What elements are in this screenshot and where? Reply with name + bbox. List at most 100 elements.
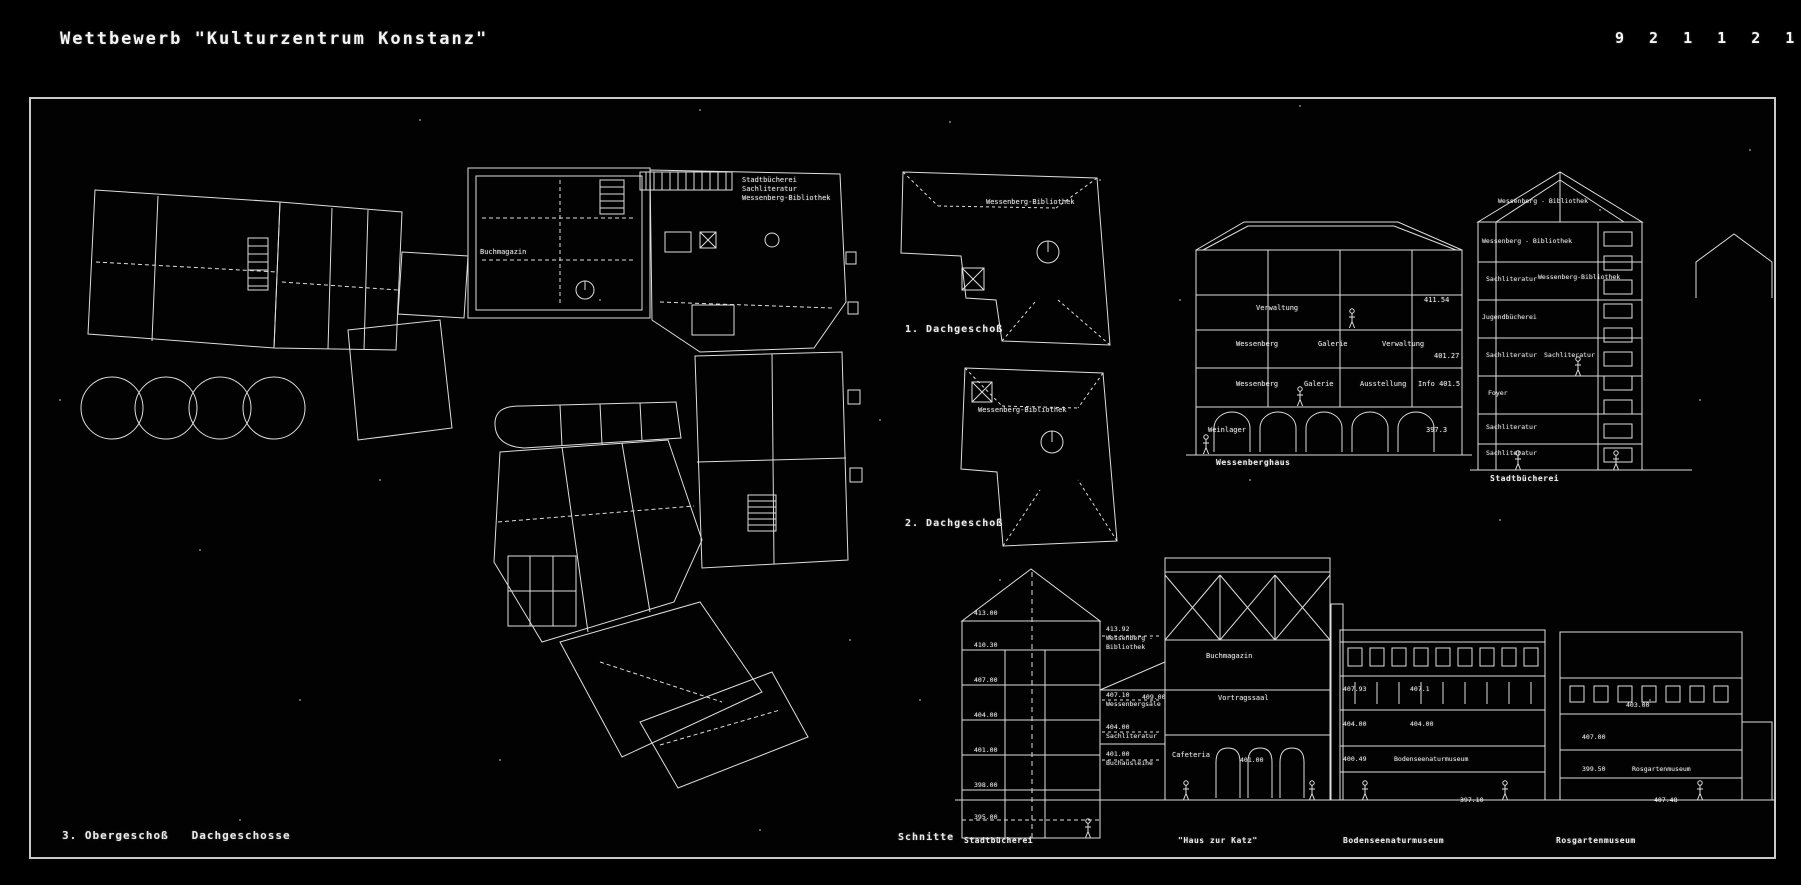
tower-caption: Stadtbücherei — [1490, 474, 1560, 483]
annotation-buchausleihe: Buchausleihe — [1106, 759, 1153, 767]
room-wessenberg-a: Wessenberg — [1236, 340, 1279, 348]
level-401-00-katz: 401.00 — [1240, 756, 1264, 764]
plan-legend-1: Stadtbücherei — [742, 176, 797, 184]
annotation-sachliteratur: Sachliteratur — [1106, 732, 1157, 740]
room-galerie-a: Galerie — [1318, 340, 1348, 348]
context-house — [1695, 233, 1773, 298]
stair-hatch — [599, 179, 625, 215]
level-404-00-nat-b: 404.00 — [1410, 720, 1434, 728]
level-404-00: 404.00 — [974, 711, 998, 719]
rotated-block — [347, 319, 453, 441]
room-wessenberg-b: Wessenberg — [1236, 380, 1279, 388]
naturmuseum-inline-label: Bodenseenaturmuseum — [1394, 755, 1469, 763]
rooflight — [971, 381, 993, 403]
speckles — [59, 105, 1751, 841]
level-401-00: 401.00 — [974, 746, 998, 754]
room-weinlager: Weinlager — [1208, 426, 1246, 434]
sheet-number: 9 2 1 1 2 1 — [1615, 29, 1801, 47]
arcade-arch — [1305, 411, 1343, 452]
label-buchmagazin: Buchmagazin — [480, 248, 527, 256]
central-building — [493, 439, 703, 643]
rooflight — [961, 267, 985, 291]
naturmuseum-caption: Bodenseenaturmuseum — [1343, 836, 1445, 845]
tower-floor2-right: Wessenberg-Bibliothek — [1538, 273, 1621, 281]
room-cafeteria: Cafeteria — [1172, 751, 1210, 759]
stadtbuecherei-caption: Stadtbücherei — [964, 836, 1034, 845]
south-extension — [639, 671, 809, 789]
arcade-arch — [1259, 411, 1297, 452]
annotation-bibliothek: Bibliothek — [1106, 643, 1146, 651]
stair-hatch — [247, 237, 269, 291]
level-410-30: 410.30 — [974, 641, 998, 649]
tower-floor1: Wessenberg - Bibliothek — [1482, 237, 1573, 245]
arcade-arch — [1351, 411, 1389, 452]
buchmagazin-plan — [467, 167, 651, 319]
gothic-arch — [1279, 747, 1305, 798]
tower-floor3: Jugendbücherei — [1482, 313, 1537, 321]
schnitte-caption: Schnitte — [898, 832, 955, 843]
tower-floor4-right: Sachliteratur — [1544, 351, 1595, 359]
annotation-wessenberg: Wessenberg - — [1106, 634, 1153, 642]
level-397-3: 397.3 — [1426, 426, 1448, 434]
level-407-93: 407.93 — [1343, 685, 1367, 693]
roof-plan-2 — [960, 367, 1118, 547]
annotation-407-10: 407.10 — [1106, 691, 1130, 699]
level-413-00: 413.00 — [974, 609, 998, 617]
room-buchmagazin-section: Buchmagazin — [1206, 652, 1253, 660]
level-407-00: 407.00 — [974, 676, 998, 684]
section-wessenberghaus — [1186, 221, 1472, 456]
room-galerie-b: Galerie — [1304, 380, 1334, 388]
plan-caption: 3. Obergeschoß Dachgeschosse — [62, 829, 291, 842]
level-401-27: 401.27 — [1434, 352, 1460, 360]
gothic-arch — [1215, 747, 1241, 798]
level-403-00: 403.00 — [1626, 701, 1650, 709]
level-397-10: 397.10 — [1460, 796, 1484, 804]
gothic-arch — [1247, 747, 1273, 798]
room-ausstellung: Ausstellung — [1360, 380, 1407, 388]
level-398-00: 398.00 — [974, 781, 998, 789]
annotation-wessenbergsaele: Wessenbergsäle — [1106, 700, 1161, 708]
annotation-401-00: 401.00 — [1106, 750, 1130, 758]
rosgarten-caption: Rosgartenmuseum — [1556, 836, 1636, 845]
tower-floor7: Sachliteratur — [1486, 449, 1537, 457]
room-info: Info 401.5 — [1418, 380, 1461, 388]
sections-bottom — [955, 557, 1775, 839]
south-wing — [559, 601, 763, 758]
tower-floor4: Sachliteratur — [1486, 351, 1537, 359]
plan-legend-2: Sachliteratur — [742, 185, 797, 193]
level-409-00: 409.00 — [1142, 693, 1166, 701]
tower-gable-label: Wessenberg - Bibliothek — [1498, 197, 1589, 205]
east-wing — [694, 351, 849, 569]
tower-floor6: Sachliteratur — [1486, 423, 1537, 431]
circle-element-2 — [134, 376, 198, 440]
annotation-404-00: 404.00 — [1106, 723, 1130, 731]
level-404-00-nat-a: 404.00 — [1343, 720, 1367, 728]
circle-element-3 — [188, 376, 252, 440]
plan-3og — [80, 167, 863, 789]
circle-element-4 — [242, 376, 306, 440]
rounded-bar — [494, 401, 682, 449]
level-395-00: 395.00 — [974, 813, 998, 821]
sheet-title: Wettbewerb "Kulturzentrum Konstanz" — [60, 29, 489, 49]
circle-element-1 — [80, 376, 144, 440]
roof-plan-1 — [900, 171, 1111, 346]
arcade-arch — [1397, 411, 1435, 452]
tower-floor2: Sachliteratur — [1486, 275, 1537, 283]
section-tower — [1470, 171, 1692, 471]
level-407-48: 407.48 — [1654, 796, 1678, 804]
annotation-413-92: 413.92 — [1106, 625, 1130, 633]
stadtbuecherei-plan — [649, 169, 847, 353]
katz-caption: "Haus zur Katz" — [1178, 836, 1258, 845]
wessenberghaus-caption: Wessenberghaus — [1216, 458, 1291, 467]
room-verwaltung-b: Verwaltung — [1382, 340, 1425, 348]
plan-legend-3: Wessenberg-Bibliothek — [742, 194, 831, 202]
level-411-54: 411.54 — [1424, 296, 1450, 304]
sheet-border — [29, 97, 1776, 859]
level-400-49: 400.49 — [1343, 755, 1367, 763]
level-399-50: 399.50 — [1582, 765, 1606, 773]
tower-floor5: Foyer — [1488, 389, 1508, 397]
level-407-1: 407.1 — [1410, 685, 1430, 693]
